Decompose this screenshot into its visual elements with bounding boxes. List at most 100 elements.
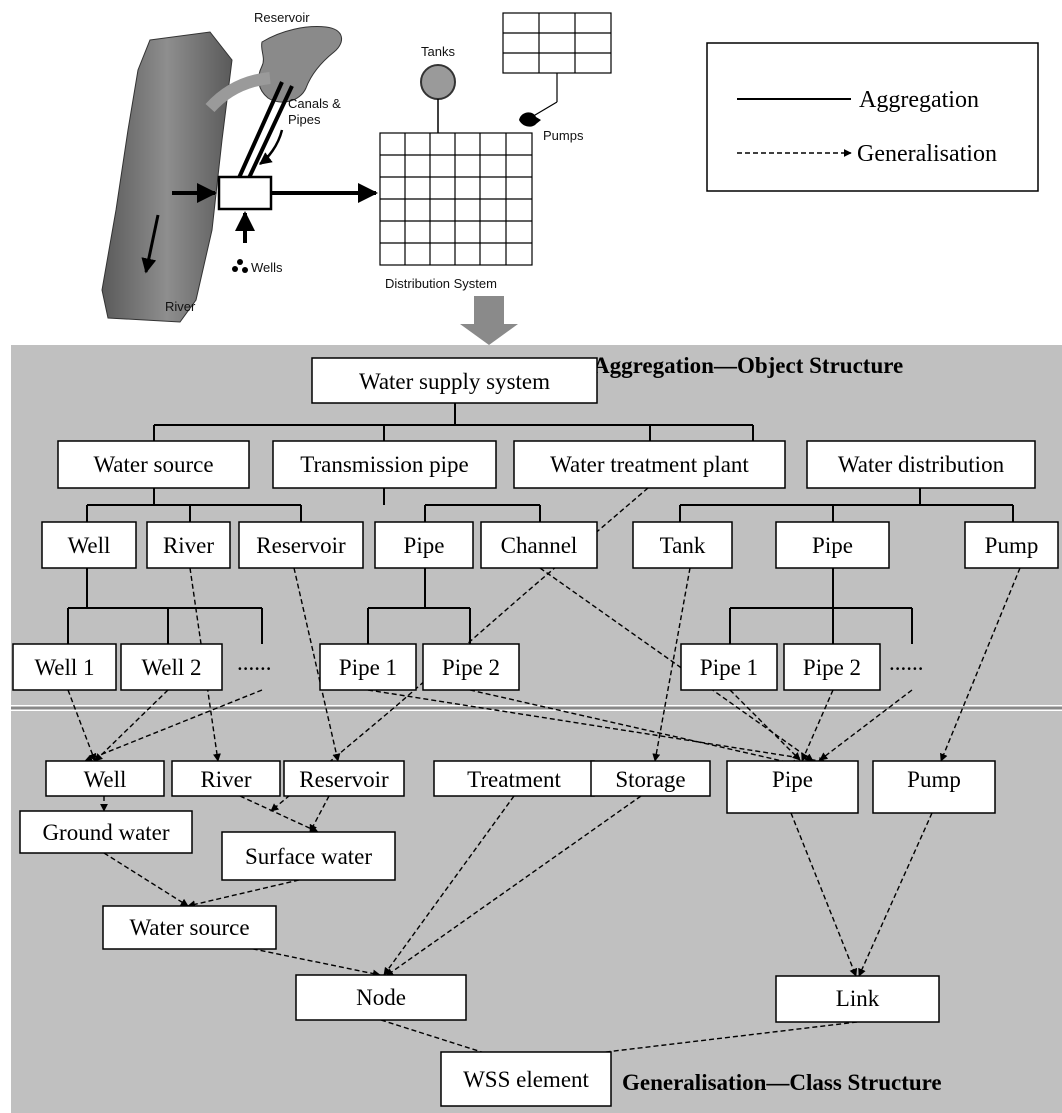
class-wss-element: WSS element — [440, 1051, 612, 1107]
class-reservoir: Reservoir — [283, 760, 405, 797]
node-label: Well 1 — [34, 655, 94, 680]
generalisation-boxes: Well River Reservoir Treatment Storage P… — [19, 760, 996, 1107]
node-label: Pipe — [812, 533, 853, 558]
class-surface-water: Surface water — [221, 831, 396, 881]
node-label: Pipe 2 — [803, 655, 861, 680]
tank-shape — [420, 64, 456, 100]
legend-box — [706, 42, 1039, 192]
distribution-grid — [379, 132, 533, 266]
well-ellipsis: ...... — [237, 650, 272, 675]
node-water-distribution: Water distribution — [806, 440, 1036, 489]
node-label: Ground water — [42, 820, 169, 845]
node-label: Pipe 1 — [339, 655, 397, 680]
node-label: Water distribution — [838, 452, 1005, 477]
node-label: Pipe — [772, 767, 813, 792]
node-label: Pipe 1 — [700, 655, 758, 680]
node-label: Well 2 — [141, 655, 201, 680]
node-label: Water treatment plant — [550, 452, 749, 477]
river-label: River — [165, 299, 196, 314]
reservoir-shape — [258, 26, 342, 103]
legend: Aggregation Generalisation — [706, 42, 1039, 192]
node-distribution-pipe: Pipe — [775, 521, 890, 569]
node-label: Water source — [129, 915, 249, 940]
small-grid — [502, 12, 612, 119]
node-water-supply-system: Water supply system — [311, 357, 598, 404]
aggregation-links — [67, 403, 1014, 644]
river-flow-arrow — [141, 214, 160, 274]
class-storage: Storage — [590, 760, 711, 797]
river-shape — [101, 31, 233, 323]
node-label: Water source — [93, 452, 213, 477]
aggregation-boxes: Water supply system Water source Transmi… — [12, 357, 1059, 691]
node-tank: Tank — [632, 521, 733, 569]
node-transmission-pipe-2: Pipe 2 — [422, 643, 520, 691]
well-dot-2 — [232, 266, 238, 272]
node-label: Storage — [615, 767, 685, 792]
canals-arrow — [259, 129, 284, 165]
well-dot-3 — [242, 267, 248, 273]
node-label: Well — [68, 533, 111, 558]
wells-label: Wells — [251, 260, 283, 275]
tanks-label: Tanks — [421, 44, 455, 59]
node-label: Well — [84, 767, 127, 792]
node-label: Water supply system — [359, 369, 550, 394]
node-distribution-pipe-1: Pipe 1 — [680, 643, 778, 691]
canal-shape — [205, 72, 271, 113]
class-well: Well — [45, 760, 165, 797]
node-label: Treatment — [467, 767, 561, 792]
water-system-illustration: River Reservoir Canals & Pipes Wells Tan… — [101, 10, 612, 345]
node-label: River — [200, 767, 251, 792]
node-water-source: Water source — [57, 440, 250, 489]
node-label: Pipe 2 — [442, 655, 500, 680]
canals-label-line1: Canals & — [288, 96, 341, 111]
node-transmission-pipe: Transmission pipe — [272, 440, 497, 489]
node-label: Channel — [501, 533, 578, 558]
node-label: Pipe — [404, 533, 445, 558]
node-well-2: Well 2 — [120, 643, 223, 691]
canal-pipe-2 — [246, 85, 294, 181]
pump-shape — [519, 112, 541, 127]
node-label: Tank — [660, 533, 706, 558]
pumps-label: Pumps — [543, 128, 584, 143]
distribution-system-label: Distribution System — [385, 276, 497, 291]
reservoir-label: Reservoir — [254, 10, 310, 25]
well-dot-1 — [237, 259, 243, 265]
node-label: Link — [836, 986, 880, 1011]
node-transmission-pipe-1: Pipe 1 — [319, 643, 417, 691]
class-pipe: Pipe — [726, 760, 859, 814]
canals-label-line2: Pipes — [288, 112, 321, 127]
node-well: Well — [41, 521, 137, 569]
node-label: River — [163, 533, 214, 558]
class-ground-water: Ground water — [19, 810, 193, 854]
node-label: Reservoir — [256, 533, 346, 558]
class-node: Node — [295, 974, 467, 1021]
node-well-1: Well 1 — [12, 643, 117, 691]
class-link: Link — [775, 975, 940, 1023]
class-pump: Pump — [872, 760, 996, 814]
node-channel: Channel — [480, 521, 598, 569]
node-label: Node — [356, 985, 406, 1010]
node-label: Pump — [907, 767, 961, 792]
node-distribution-pipe-2: Pipe 2 — [783, 643, 881, 691]
class-water-source: Water source — [102, 905, 277, 950]
node-transmission-pipe-child: Pipe — [374, 521, 474, 569]
generalisation-title: Generalisation—Class Structure — [622, 1070, 942, 1095]
node-water-treatment-plant: Water treatment plant — [513, 440, 786, 489]
node-label: Pump — [985, 533, 1039, 558]
node-river: River — [146, 521, 231, 569]
legend-aggregation-label: Aggregation — [859, 87, 979, 113]
node-label: Surface water — [245, 844, 372, 869]
legend-generalisation-label: Generalisation — [857, 141, 997, 167]
node-label: Transmission pipe — [300, 452, 468, 477]
node-pump: Pump — [964, 521, 1059, 569]
down-arrow — [460, 296, 518, 345]
aggregation-title: Aggregation—Object Structure — [593, 353, 903, 378]
node-label: WSS element — [463, 1067, 589, 1092]
node-reservoir: Reservoir — [238, 521, 364, 569]
node-label: Reservoir — [299, 767, 389, 792]
class-river: River — [171, 760, 281, 797]
class-treatment: Treatment — [433, 760, 595, 797]
treatment-box-illustration — [217, 175, 273, 211]
canal-pipe-1 — [236, 81, 284, 181]
